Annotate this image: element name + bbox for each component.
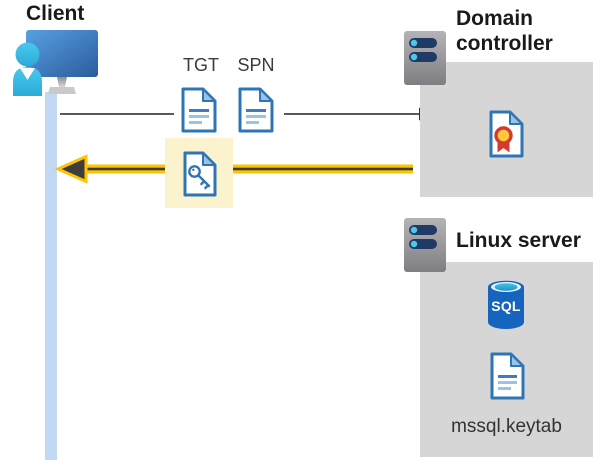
- client-lifeline-bar: [45, 92, 57, 460]
- keytab-filename-label: mssql.keytab: [451, 416, 562, 437]
- tgt-document-icon: [181, 87, 217, 133]
- client-user-monitor-icon: [13, 30, 98, 96]
- spn-label: SPN: [237, 55, 275, 75]
- linux-server-label: Linux server: [456, 229, 581, 252]
- domain-controller-server-icon: [404, 31, 446, 85]
- sql-icon-label: SQL: [491, 298, 521, 314]
- client-label: Client: [26, 2, 85, 25]
- certificate-icon: [489, 110, 524, 158]
- tgt-label: TGT: [183, 55, 219, 75]
- sql-database-icon: [488, 280, 524, 329]
- spn-document-icon: [238, 87, 274, 133]
- key-document-icon: [183, 151, 217, 197]
- response-arrow-icon: [55, 154, 413, 184]
- linux-server-icon: [404, 218, 446, 272]
- domain-controller-label: Domain controller: [456, 7, 553, 55]
- keytab-document-icon: [490, 352, 525, 400]
